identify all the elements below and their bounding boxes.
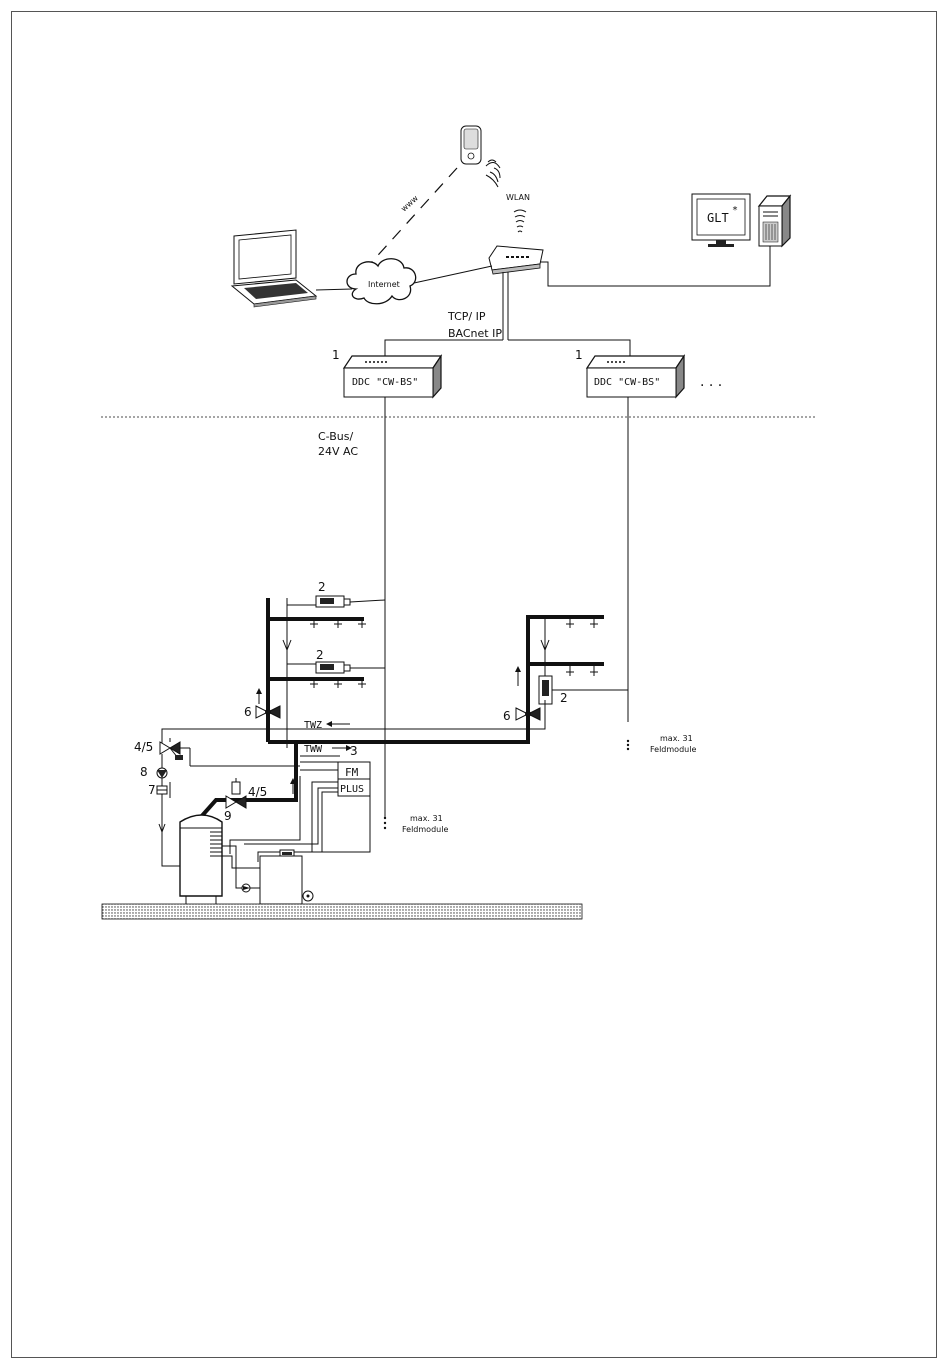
max-left-line2: Feldmodule: [402, 825, 448, 834]
more-controllers-ellipsis: . . .: [700, 374, 722, 390]
right-module-dots: [627, 740, 629, 750]
monitor-icon: GLT *: [692, 194, 750, 247]
ground-floor: [102, 904, 582, 919]
voltage-label: 24V AC: [318, 445, 358, 458]
circulation-pump: [157, 768, 167, 778]
cloud-icon: Internet: [347, 259, 416, 304]
ddc-left-label: DDC "CW-BS": [352, 377, 418, 388]
glt-asterisk: *: [732, 205, 738, 216]
ddc-controller-right: DDC "CW-BS": [587, 356, 684, 397]
router-icon: [489, 246, 543, 274]
valve-right-number: 6: [503, 709, 511, 723]
module-middle-number: 2: [316, 648, 324, 662]
valve-group-top: [160, 738, 190, 766]
boiler: [260, 850, 313, 904]
ddc-left-number: 1: [332, 348, 340, 362]
bacnet-ip-label: BACnet IP: [448, 327, 502, 340]
wlan-label: WLAN: [506, 193, 530, 202]
left-module-dots: [384, 817, 386, 829]
ddc-right-label: DDC "CW-BS": [594, 377, 660, 388]
valve-left-number: 6: [244, 705, 252, 719]
laptop-icon: [232, 230, 316, 307]
wireless-signal-icon: [486, 160, 500, 187]
max-right-line1: max. 31: [660, 734, 693, 743]
tcp-ip-label: TCP/ IP: [447, 310, 486, 323]
boiler-pump: [242, 884, 250, 892]
max-right-line2: Feldmodule: [650, 745, 696, 754]
plus-label: PLUS: [340, 784, 364, 795]
ddc-controller-left: DDC "CW-BS": [344, 356, 441, 397]
valve7-number: 7: [148, 783, 156, 797]
wireless-signal-icon: [514, 210, 526, 232]
www-label: www: [399, 193, 420, 213]
pc-tower-icon: [759, 196, 790, 246]
module-right-number: 2: [560, 691, 568, 705]
fm-number: 3: [350, 744, 358, 758]
module-top-number: 2: [318, 580, 326, 594]
cbus-label: C-Bus/: [318, 430, 354, 443]
field-module-top: [316, 596, 385, 607]
glt-label: GLT: [707, 211, 729, 225]
fm-plus-module: FM PLUS: [338, 762, 370, 796]
internet-label: Internet: [368, 280, 400, 289]
valve-group-bottom: [226, 778, 246, 808]
check-valve: [157, 782, 170, 798]
pump-number: 8: [140, 765, 148, 779]
fm-label: FM: [345, 766, 359, 779]
valve-top-number: 4/5: [134, 740, 153, 754]
smartphone-icon: [461, 126, 481, 164]
tww-label: TWW: [304, 744, 323, 755]
tank-number: 9: [224, 809, 232, 823]
max-left-line1: max. 31: [410, 814, 443, 823]
storage-tank: [180, 815, 222, 904]
field-module-middle: [316, 662, 385, 673]
ddc-right-number: 1: [575, 348, 583, 362]
field-module-right: [539, 676, 628, 704]
valve-bottom-number: 4/5: [248, 785, 267, 799]
